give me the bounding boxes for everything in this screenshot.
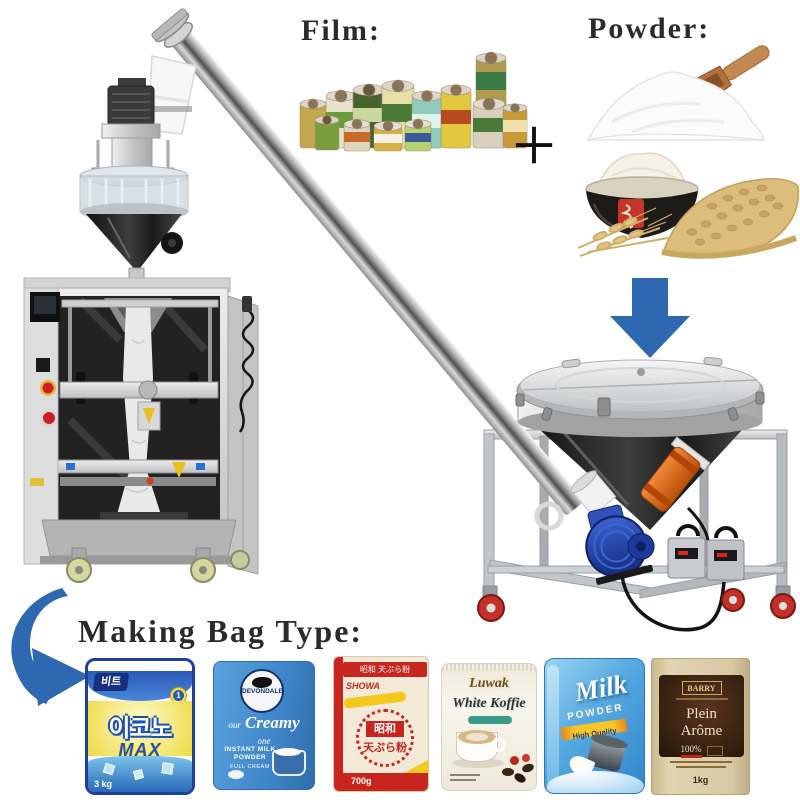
film-label: Film: — [301, 14, 381, 47]
film-rolls-photo — [299, 51, 528, 152]
bag3-ribbon — [343, 691, 407, 709]
bag2-brand: DEVONDALE — [242, 688, 283, 695]
vibrator-motor — [640, 436, 711, 512]
sieve-hopper-photo — [477, 356, 796, 632]
bag3-dotted-circle: 昭和 天ぷら粉 — [356, 709, 414, 767]
bag3-subtitle: 天ぷら粉 — [363, 742, 407, 754]
lid-clamps — [515, 391, 765, 421]
bag4-coffee-cup — [450, 728, 506, 768]
luwak-white-koffie-bag: Luwak White Koffie — [441, 663, 537, 791]
down-arrow — [610, 278, 690, 358]
screw-conveyor-photo — [147, 8, 584, 515]
bag1-title: 이코노 — [108, 715, 172, 742]
bag2-logo: DEVONDALE — [240, 669, 284, 713]
making-bag-type-label: Making Bag Type: — [78, 613, 364, 649]
vffs-machine-photo — [23, 78, 259, 583]
bag1-weight: 3 kg — [94, 779, 113, 789]
bag2-milk-cup — [272, 748, 306, 776]
bag6-badge: 100% — [680, 744, 702, 758]
bag3-top-band: 昭和 天ぷら粉 — [343, 662, 427, 677]
powder-label: Powder: — [588, 12, 711, 45]
bag3-brand: SHOWA — [346, 681, 381, 691]
machine-caster-wheels — [66, 547, 250, 583]
bag3-bottom-band: 700g — [343, 759, 428, 791]
bag1-body: 이코노 MAX — [88, 701, 192, 760]
control-boxes — [667, 524, 745, 581]
flour-bowl-photo — [585, 152, 699, 238]
korean-detergent-bag: 비트 1 이코노 MAX 3 kg — [85, 658, 195, 795]
bag3-title-box: 昭和 — [366, 721, 404, 737]
powder-pile-photo — [586, 45, 770, 141]
curved-arrow — [11, 588, 90, 706]
bag4-brand: Luwak — [469, 676, 509, 691]
bag4-beans — [502, 754, 536, 786]
hopper-caster-wheels — [477, 585, 796, 622]
bag1-bottom: 3 kg — [88, 756, 192, 792]
bag6-weight: 1kg — [692, 775, 709, 785]
bag6-brand-plate: BARRY — [681, 681, 722, 695]
bag4-title: White Koffie — [452, 696, 526, 711]
bag3-weight: 700g — [351, 776, 372, 786]
bag2-tagline: our Creamy one — [228, 713, 300, 746]
bag1-brand-tag: 비트 — [92, 673, 130, 691]
wheat-grains-photo — [577, 178, 800, 259]
milk-powder-bag: Milk POWDER High Quality — [544, 658, 645, 794]
conveyor-motor — [585, 504, 655, 585]
bag1-subtitle: MAX — [118, 740, 162, 760]
plus-sign: + — [512, 101, 556, 188]
bag5-title: Milk — [572, 668, 630, 708]
showa-tempura-flour-bag: 昭和 天ぷら粉 SHOWA 昭和 天ぷら粉 700g — [333, 656, 429, 792]
